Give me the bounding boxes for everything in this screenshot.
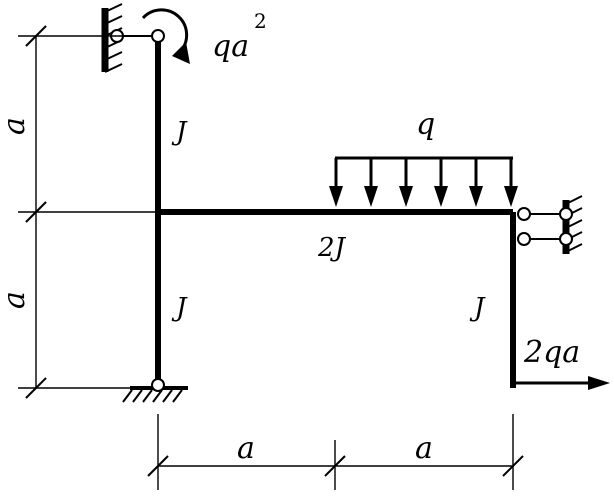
stiffness-beam: 2J <box>317 233 347 263</box>
moment-label: qa <box>212 29 249 64</box>
left-dim-upper-label: a <box>0 117 32 135</box>
bottom-dim-tick-left <box>147 455 169 477</box>
moment-arrowhead <box>172 42 190 64</box>
right-lower-wall-hinge <box>559 232 573 246</box>
left-dim-tick-mid <box>25 201 47 223</box>
stiffness-left-upper: J <box>171 117 188 147</box>
stiffness-left-lower: J <box>171 293 188 323</box>
distributed-load: q <box>329 107 518 207</box>
bottom-dim-tick-mid <box>324 455 346 477</box>
point-load-label: 2qa <box>523 335 580 370</box>
load-arrowheads <box>329 186 518 207</box>
top-left-frame-hinge <box>151 29 165 43</box>
bottom-left-hinge <box>151 378 165 392</box>
left-dim-tick-top <box>25 25 47 47</box>
right-upper-frame-hinge <box>517 207 531 221</box>
bottom-dimension: a a <box>147 414 524 490</box>
left-dim-lower-label: a <box>0 291 32 309</box>
bottom-dim-right-label: a <box>415 431 433 466</box>
moment-arc <box>141 8 189 54</box>
point-load-arrowhead <box>588 376 610 390</box>
right-upper-wall-hinge <box>559 207 573 221</box>
frame-members <box>155 36 516 388</box>
ground-hatch <box>122 389 183 403</box>
right-support <box>517 195 583 254</box>
left-dimension: a a <box>0 25 158 399</box>
stiffness-labels: J J 2J J <box>171 117 486 323</box>
moment-load: qa 2 <box>141 8 267 64</box>
distributed-load-label: q <box>416 107 435 142</box>
bottom-dim-tick-right <box>502 455 524 477</box>
left-dim-tick-bottom <box>25 377 47 399</box>
moment-exponent: 2 <box>254 9 267 33</box>
bottom-left-support <box>122 378 188 403</box>
load-arrow-shafts <box>334 158 513 188</box>
stiffness-right-column: J <box>469 293 486 323</box>
point-load: 2qa <box>513 335 610 390</box>
bottom-dim-left-label: a <box>237 431 255 466</box>
right-lower-frame-hinge <box>517 232 531 246</box>
